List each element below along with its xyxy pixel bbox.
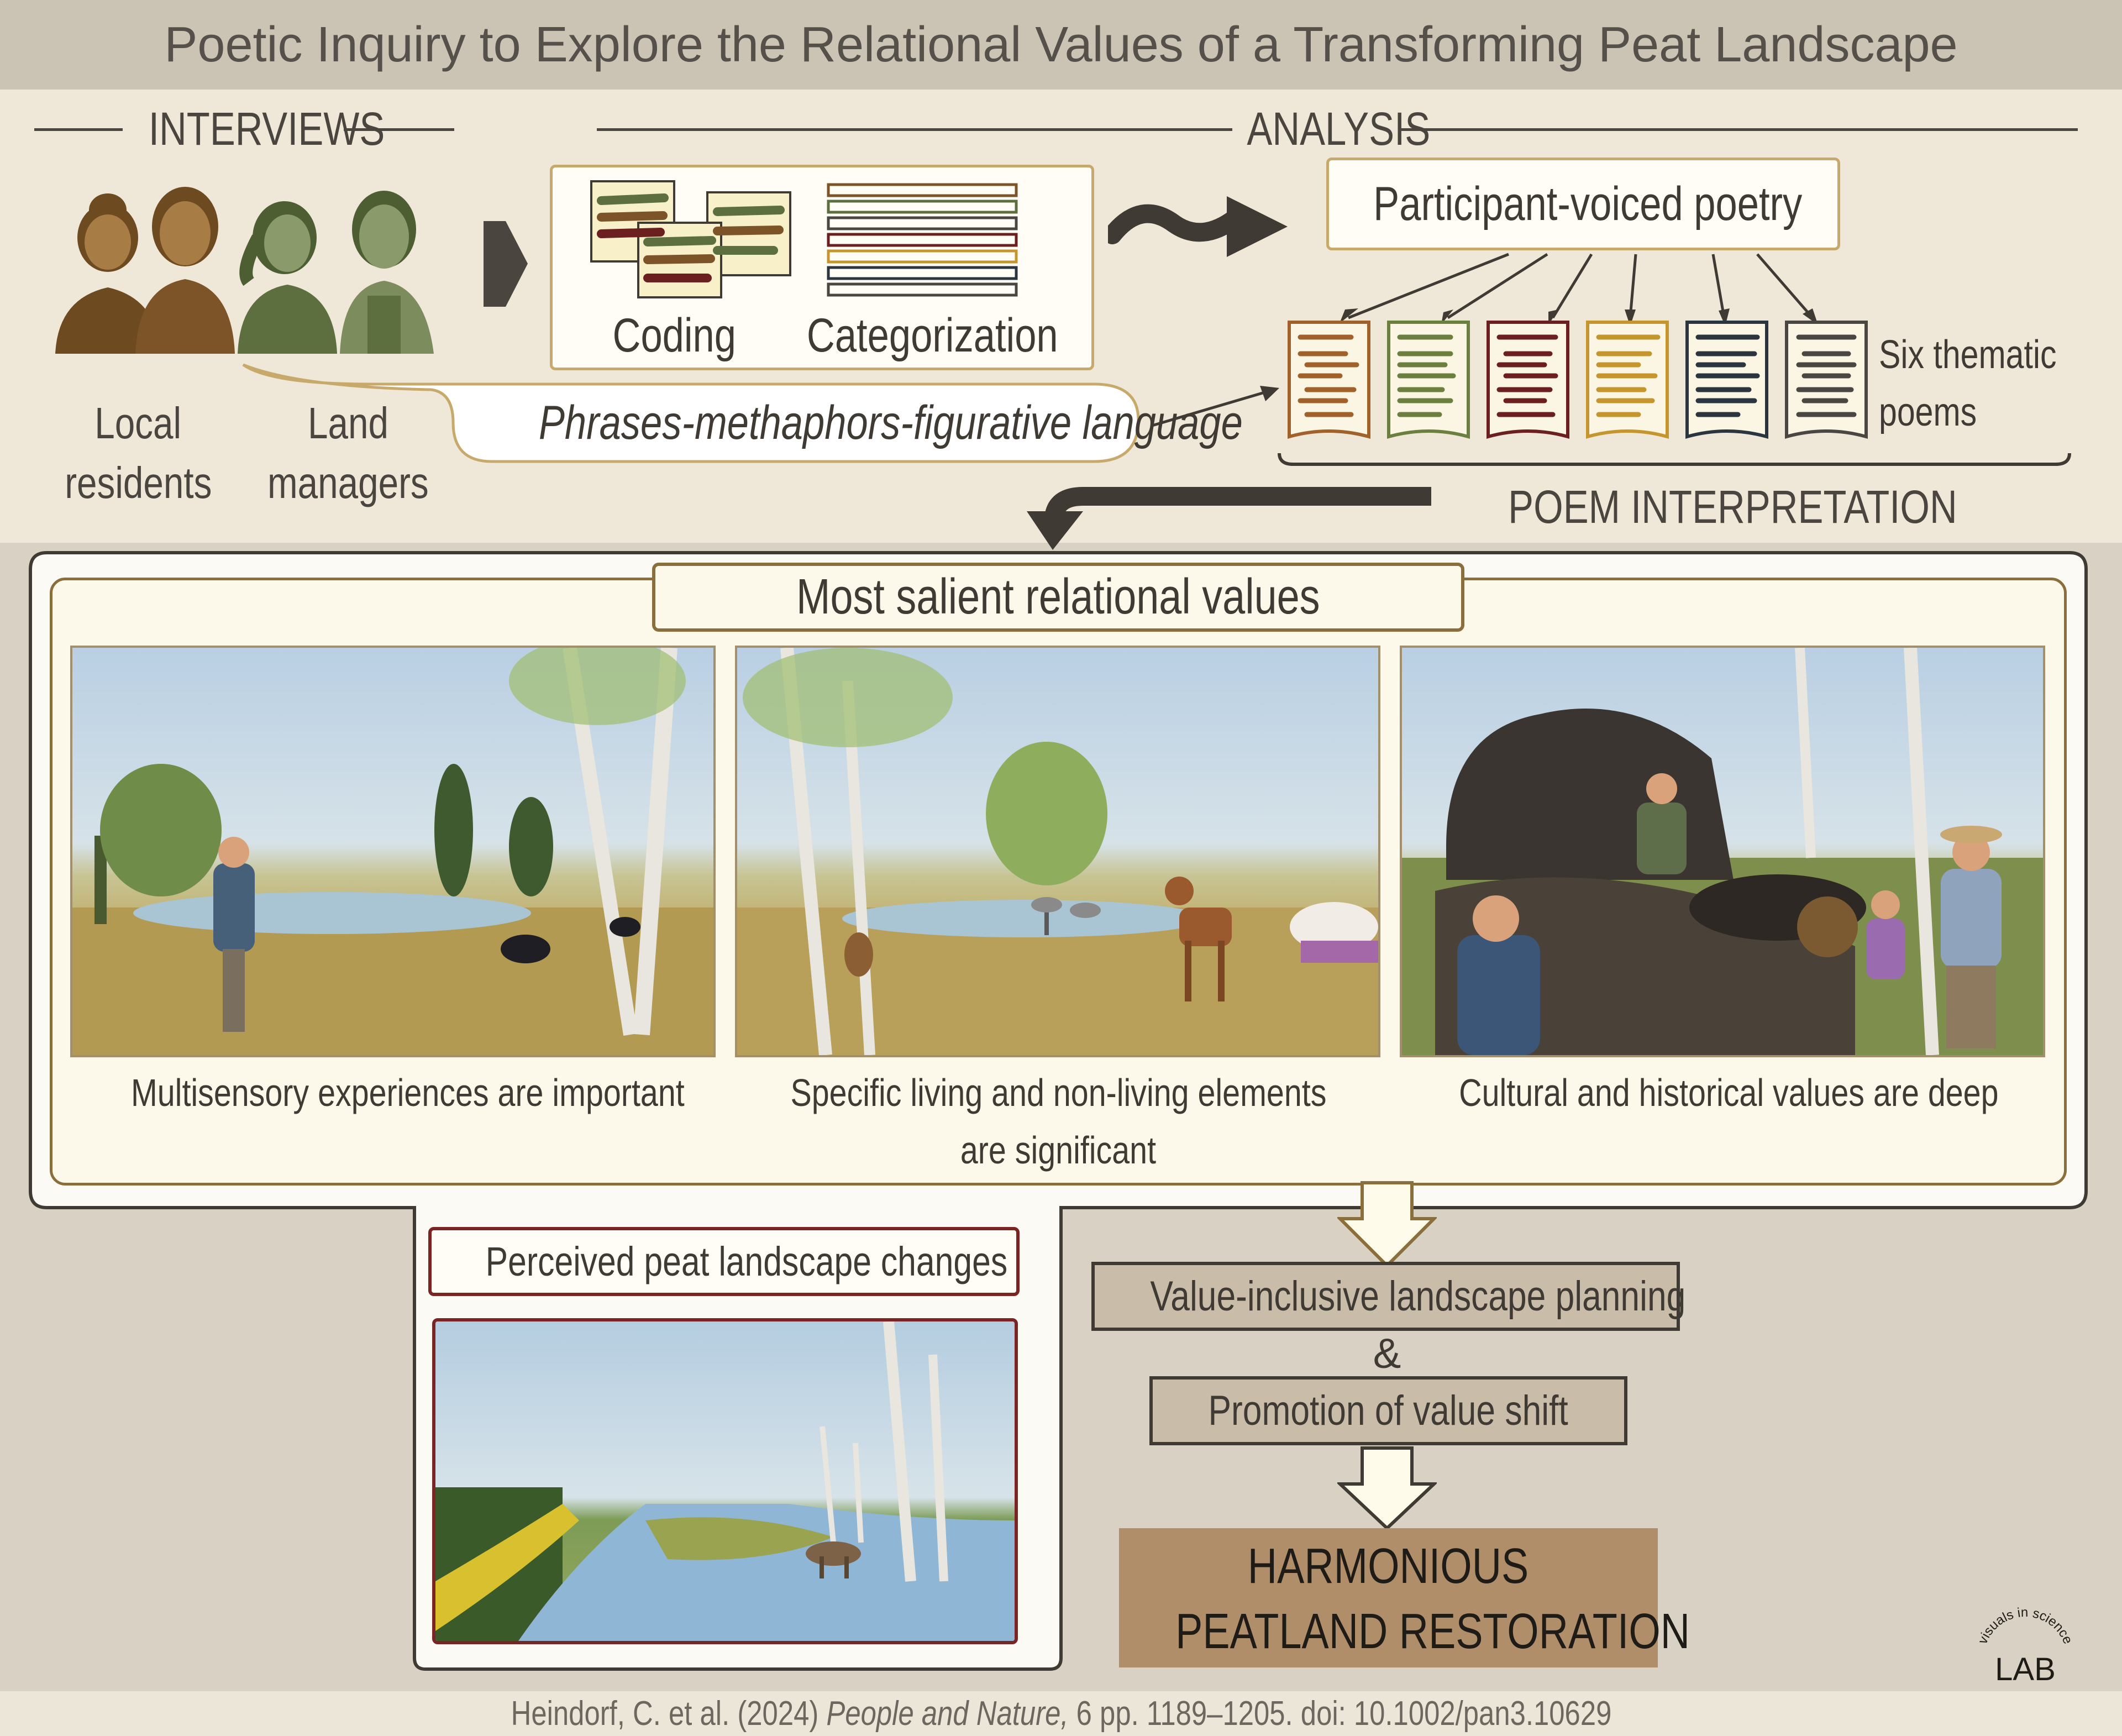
poem-pages [1288,321,1868,439]
panel-landscape-changes [432,1318,1018,1644]
harmonious-restoration-label: HARMONIOUS PEATLAND RESTORATION [1175,1539,1690,1659]
categorization-bars-icon [827,183,1018,297]
categorization-label: Categorization [806,309,1058,362]
harmonious-restoration-box [1119,1528,1658,1667]
local-resident-woman-icon [55,193,160,354]
coding-label: Coding [612,309,736,362]
logo-main-text: LAB [1995,1651,2056,1687]
speech-bubble-shape [242,363,1140,463]
poetry-to-poems-arrows [1340,253,1818,326]
ampersand: & [1373,1330,1401,1377]
land-manager-man-icon [340,191,434,354]
participant-voiced-poetry-box [1326,158,1840,250]
value-inclusive-planning-label: Value-inclusive landscape planning [1150,1273,1686,1320]
interviews-rule-left [34,128,123,131]
six-poems-icons [1288,321,1868,439]
interpretation-to-values-arrow [1027,487,1431,550]
perceived-changes-label: Perceived peat landscape changes [485,1239,1008,1284]
speech-bubble-text: Phrases-methaphors-figurative language [538,396,1243,449]
interviews-to-analysis-arrow [484,221,528,307]
value-shift-box [1149,1376,1627,1445]
salient-values-title: Most salient relational values [796,569,1320,625]
analysis-rule-left [597,128,1232,131]
footer-bar [0,1691,2122,1736]
caption-living-elements: Specific living and non-living elements … [790,1071,1326,1172]
page-title: Poetic Inquiry to Explore the Relational… [164,17,1958,72]
land-manager-woman-icon [238,201,337,354]
poems-bracket [1278,453,2071,466]
values-to-planning-arrow [1337,1181,1437,1268]
coding-cards-icon [590,180,791,298]
analysis-rule-right [1398,128,2078,131]
logo-top-text: visuals in science [1975,1605,2075,1646]
poem-interpretation-label: POEM INTERPRETATION [1508,481,1957,533]
title-bar [0,0,2122,90]
visuals-in-science-lab-logo: visuals in science LAB [1975,1605,2075,1687]
interviews-rule-right [344,128,454,131]
panel-cultural-historical [1400,646,2045,1057]
perceived-changes-box [428,1227,1020,1296]
land-managers-label: Land managers [267,398,429,507]
local-resident-man-icon [135,187,235,354]
caption-multisensory: Multisensory experiences are important [130,1071,685,1114]
participant-voiced-poetry-label: Participant-voiced poetry [1373,177,1803,230]
bubble-to-poems-arrow [1152,386,1279,427]
six-thematic-poems-label: Six thematic poems [1879,333,2057,434]
people-illustration [55,187,434,354]
panel-living-elements [735,646,1380,1057]
shift-to-restoration-arrow [1337,1446,1437,1531]
analysis-to-poetry-arrow [1108,196,1288,257]
caption-cultural: Cultural and historical values are deep [1459,1071,1999,1114]
panel-multisensory [70,646,716,1057]
value-inclusive-planning-box [1091,1262,1680,1331]
local-residents-label: Local residents [64,398,212,507]
value-shift-label: Promotion of value shift [1208,1387,1569,1434]
salient-values-title-box [652,563,1464,632]
poem-lines [1298,334,1857,417]
citation: Heindorf, C. et al. (2024) People and Na… [511,1695,1611,1733]
